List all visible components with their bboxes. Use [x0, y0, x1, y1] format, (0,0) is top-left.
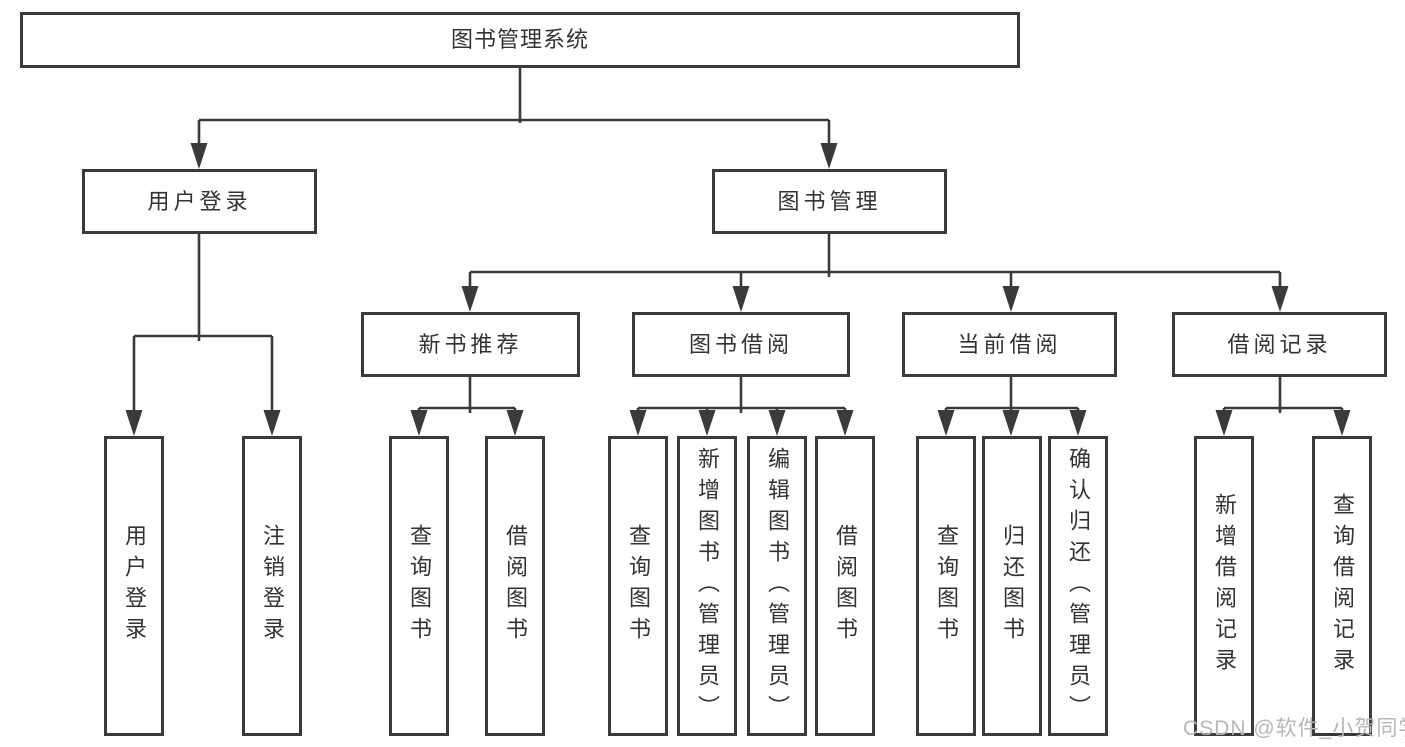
node-label: 新书推荐	[418, 331, 523, 357]
leaf-label: 查询图书	[934, 524, 959, 648]
node-borrowing-records: 借阅记录	[1172, 312, 1387, 377]
node-label: 当前借阅	[957, 331, 1062, 357]
leaf-borrow-books-borrowing: 借阅图书	[815, 436, 875, 736]
node-label: 图书借阅	[688, 331, 793, 357]
leaf-query-borrow-record: 查询借阅记录	[1312, 436, 1372, 736]
node-label: 借阅记录	[1227, 331, 1332, 357]
leaf-logout-login: 注销登录	[242, 436, 302, 736]
csdn-watermark: CSDN @软件_小贺同学	[1183, 717, 1405, 740]
leaf-user-login: 用户登录	[104, 436, 164, 736]
node-label: 图书管理系统	[450, 27, 589, 52]
node-label: 图书管理	[777, 188, 882, 214]
leaf-label: 查询图书	[407, 524, 432, 648]
leaf-label: 编辑图书（管理员）	[765, 446, 790, 726]
leaf-borrow-books-recommend: 借阅图书	[485, 436, 545, 736]
leaf-label: 新增借阅记录	[1212, 493, 1237, 679]
node-book-borrowing: 图书借阅	[632, 312, 850, 377]
leaf-label: 新增图书（管理员）	[695, 446, 720, 726]
node-label: 用户登录	[147, 188, 252, 214]
leaf-label: 查询借阅记录	[1330, 493, 1355, 679]
leaf-add-borrow-record: 新增借阅记录	[1194, 436, 1254, 736]
leaf-return-books: 归还图书	[982, 436, 1042, 736]
node-current-borrowing: 当前借阅	[902, 312, 1117, 377]
node-user-login: 用户登录	[82, 169, 317, 234]
leaf-label: 借阅图书	[833, 524, 858, 648]
leaf-label: 确认归还（管理员）	[1066, 446, 1091, 726]
node-library-management-system: 图书管理系统	[20, 12, 1020, 68]
leaf-query-books-recommend: 查询图书	[389, 436, 449, 736]
leaf-confirm-return-admin: 确认归还（管理员）	[1048, 436, 1108, 736]
leaf-query-books-current: 查询图书	[916, 436, 976, 736]
leaf-edit-books-admin: 编辑图书（管理员）	[747, 436, 807, 736]
leaf-add-books-admin: 新增图书（管理员）	[677, 436, 737, 736]
leaf-query-books-borrowing: 查询图书	[608, 436, 668, 736]
leaf-label: 查询图书	[626, 524, 651, 648]
arrowheads	[125, 143, 1351, 436]
node-new-book-recommendation: 新书推荐	[361, 312, 580, 377]
leaf-label: 注销登录	[260, 524, 285, 648]
node-book-management: 图书管理	[712, 169, 947, 234]
leaf-label: 借阅图书	[503, 524, 528, 648]
leaf-label: 用户登录	[122, 524, 147, 648]
leaf-label: 归还图书	[1000, 524, 1025, 648]
